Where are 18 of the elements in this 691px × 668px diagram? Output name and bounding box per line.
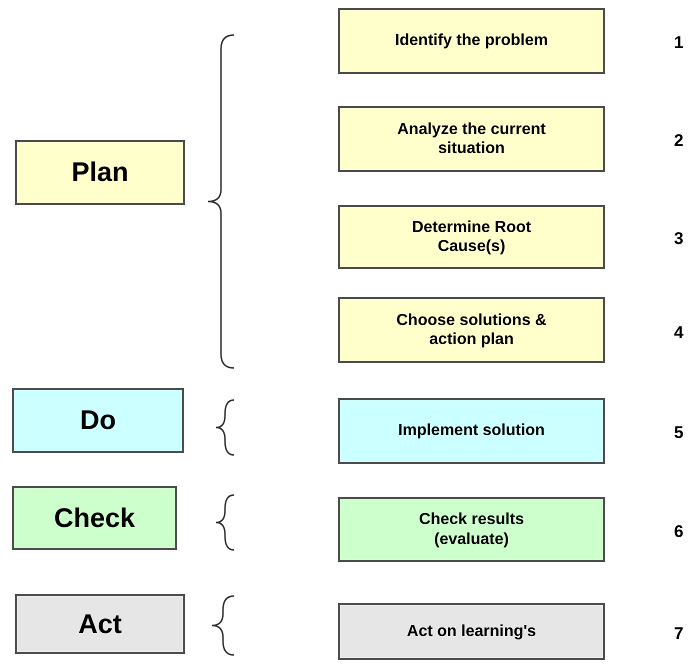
step-box: Analyze the current situation — [338, 106, 605, 172]
phase-box: Check — [12, 486, 177, 550]
step-box: Determine Root Cause(s) — [338, 205, 605, 269]
step-number: 5 — [674, 423, 684, 443]
step-number: 4 — [674, 323, 684, 343]
step-box: Check results (evaluate) — [338, 497, 605, 562]
phase-box: Do — [12, 388, 184, 453]
step-box: Implement solution — [338, 398, 605, 464]
phase-box: Act — [15, 594, 185, 654]
step-box: Choose solutions & action plan — [338, 297, 605, 363]
phase-box: Plan — [15, 140, 185, 205]
step-box: Act on learning's — [338, 603, 605, 660]
step-number: 1 — [674, 33, 684, 53]
step-number: 3 — [674, 229, 684, 249]
step-box: Identify the problem — [338, 8, 605, 74]
step-number: 6 — [674, 522, 684, 542]
step-number: 2 — [674, 131, 684, 151]
step-number: 7 — [674, 624, 684, 644]
